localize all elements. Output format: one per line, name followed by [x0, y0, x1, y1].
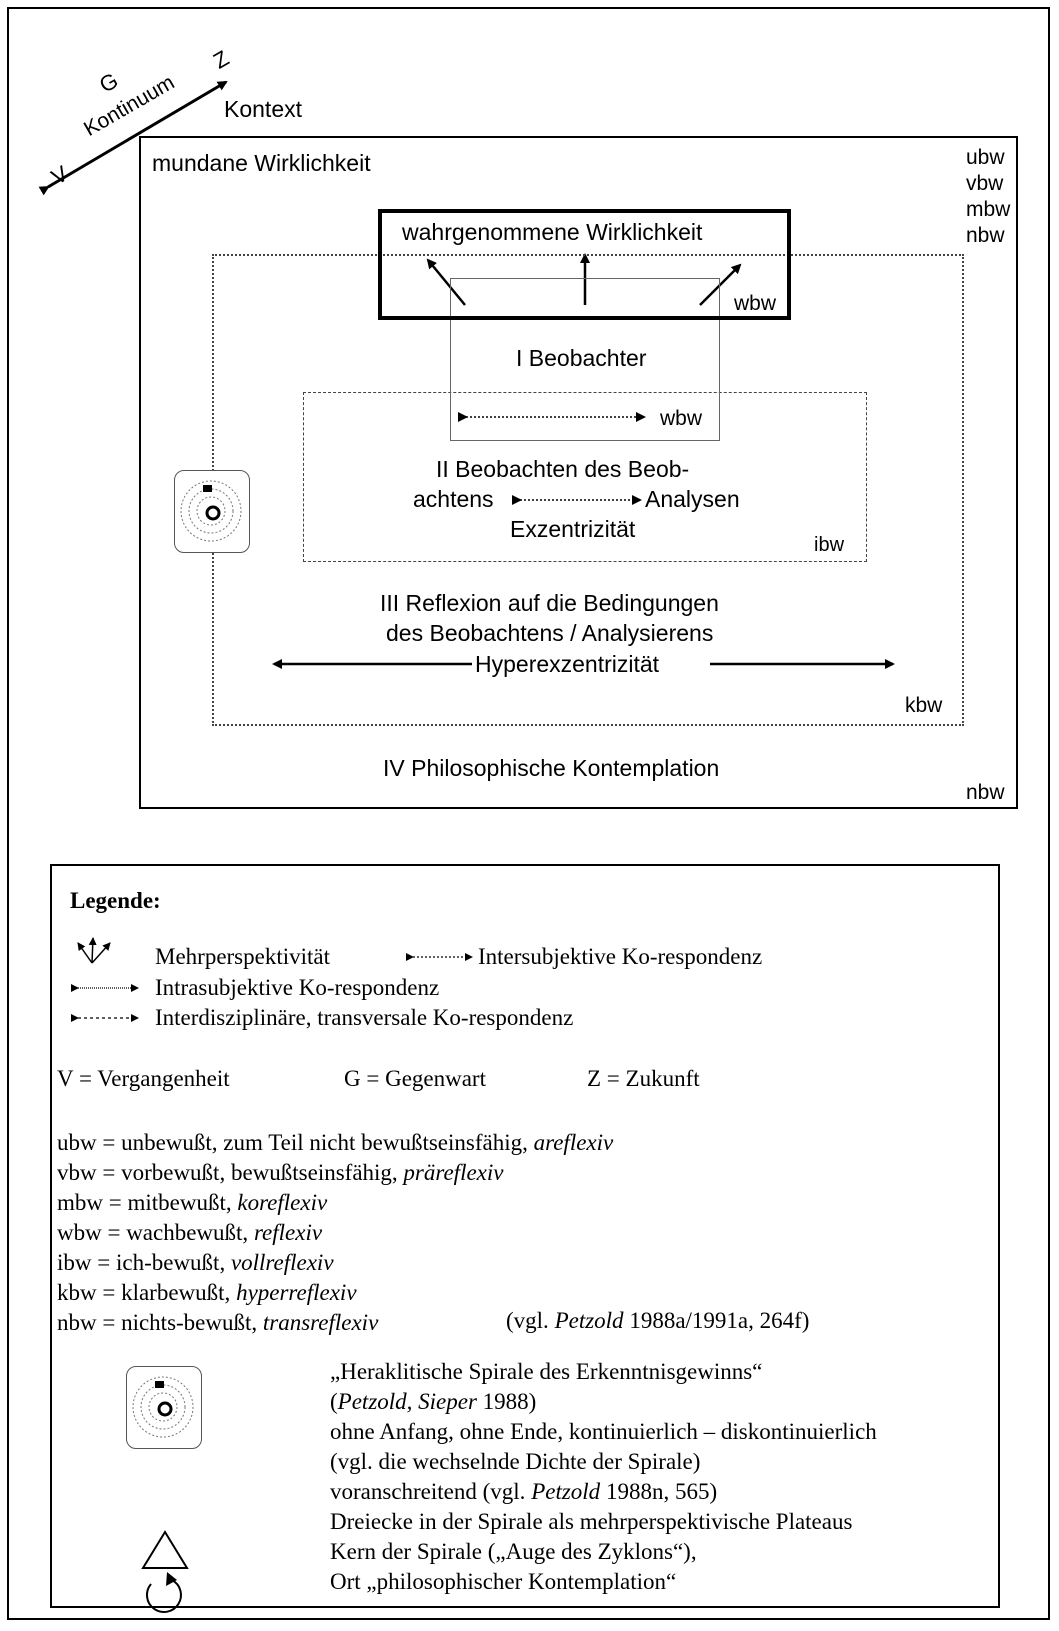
legend-intersubjektive: Intersubjektive Ko-respondenz	[478, 944, 763, 969]
perspective-arrow-left	[426, 258, 466, 306]
spiral-line-4: (vgl. die wechselnde Dichte der Spirale)	[330, 1449, 701, 1474]
level-nbw: nbw	[966, 224, 1005, 247]
mundane-label: mundane Wirklichkeit	[152, 150, 371, 176]
legend-intrasubjektive: Intrasubjektive Ko-respondenz	[155, 975, 440, 1000]
observer-box	[450, 278, 720, 441]
legend-level-ubw: ubw = unbewußt, zum Teil nicht bewußtsei…	[57, 1130, 614, 1155]
observing-line3: Exzentrizität	[510, 516, 636, 542]
legend-interdisziplinaere: Interdisziplinäre, transversale Ko-respo…	[155, 1005, 574, 1030]
legend-spiral-text: „Heraklitische Spirale des Erkenntnisgew…	[330, 1357, 877, 1597]
ibw-box	[303, 392, 867, 562]
observer-label: I Beobachter	[516, 345, 647, 371]
level-vbw: vbw	[966, 172, 1004, 195]
ibw-label: ibw	[814, 534, 845, 556]
observing-line2-right: Analysen	[645, 486, 740, 512]
legend-mehrperspektivitaet: Mehrperspektivität	[155, 944, 331, 969]
wbw-inner-label: wbw	[660, 407, 703, 430]
legend-time-v: V = Vergangenheit	[57, 1066, 230, 1091]
reflexion-line1: III Reflexion auf die Bedingungen	[380, 590, 719, 616]
spiral-line-8: Ort „philosophischer Kontemplation“	[330, 1569, 677, 1594]
triangle-icon	[141, 1530, 189, 1569]
spiral-line-5: voranschreitend (vgl. Petzold 1988n, 565…	[330, 1479, 718, 1504]
legend-reference: (vgl. Petzold 1988a/1991a, 264f)	[506, 1308, 810, 1333]
legend-time-z: Z = Zukunft	[587, 1066, 700, 1091]
mundane-reality-box	[139, 136, 1018, 809]
legend-levels: ubw = unbewußt, zum Teil nicht bewußtsei…	[57, 1128, 613, 1338]
legend-level-wbw: wbw = wachbewußt, reflexiv	[57, 1220, 323, 1245]
circle-arrow-icon	[146, 1579, 182, 1613]
observing-line2-left: achtens	[413, 486, 494, 512]
legend-title: Legende:	[70, 888, 161, 913]
legend-time-g: G = Gegenwart	[344, 1066, 486, 1091]
kbw-label: kbw	[905, 694, 943, 717]
page-frame	[7, 7, 1050, 1620]
nbw-bottom-label: nbw	[966, 781, 1005, 804]
reflexion-line3: Hyperexzentrizität	[475, 651, 660, 677]
context-label: Kontext	[224, 96, 302, 122]
legend-level-vbw: vbw = vorbewußt, bewußtseinsfähig, präre…	[57, 1160, 504, 1185]
spiral-line-6: Dreiecke in der Spirale als mehrperspekt…	[330, 1509, 853, 1534]
legend-level-ibw: ibw = ich-bewußt, vollreflexiv	[57, 1250, 334, 1275]
spiral-line-2: (Petzold, Sieper 1988)	[330, 1389, 537, 1414]
contemplation-label: IV Philosophische Kontemplation	[383, 755, 720, 781]
legend-spiral-icon	[126, 1366, 202, 1449]
perceived-reality-box	[378, 209, 791, 320]
legend-level-nbw: nbw = nichts-bewußt, transreflexiv	[57, 1310, 379, 1335]
level-ubw: ubw	[966, 146, 1005, 169]
spiral-icon	[174, 470, 250, 553]
observing-line1: II Beobachten des Beob-	[436, 456, 690, 482]
level-list: ubw vbw mbw nbw	[966, 145, 1010, 249]
legend-level-mbw: mbw = mitbewußt, koreflexiv	[57, 1190, 328, 1215]
wbw-top-label: wbw	[734, 292, 777, 315]
level-mbw: mbw	[966, 198, 1011, 221]
legend-box	[50, 864, 1000, 1608]
legend-level-kbw: kbw = klarbewußt, hyperreflexiv	[57, 1280, 357, 1305]
spiral-line-1: „Heraklitische Spirale des Erkenntnisgew…	[330, 1359, 763, 1384]
spiral-line-7: Kern der Spirale („Auge des Zyklons“),	[330, 1539, 697, 1564]
continuum-axis-arrow	[38, 80, 228, 196]
perceived-label: wahrgenommene Wirklichkeit	[402, 219, 703, 245]
perspective-arrow-right	[699, 263, 742, 306]
multiperspective-icon	[77, 937, 111, 964]
reflexion-line2: des Beobachtens / Analysierens	[386, 620, 714, 646]
spiral-line-3: ohne Anfang, ohne Ende, kontinuierlich –…	[330, 1419, 877, 1444]
